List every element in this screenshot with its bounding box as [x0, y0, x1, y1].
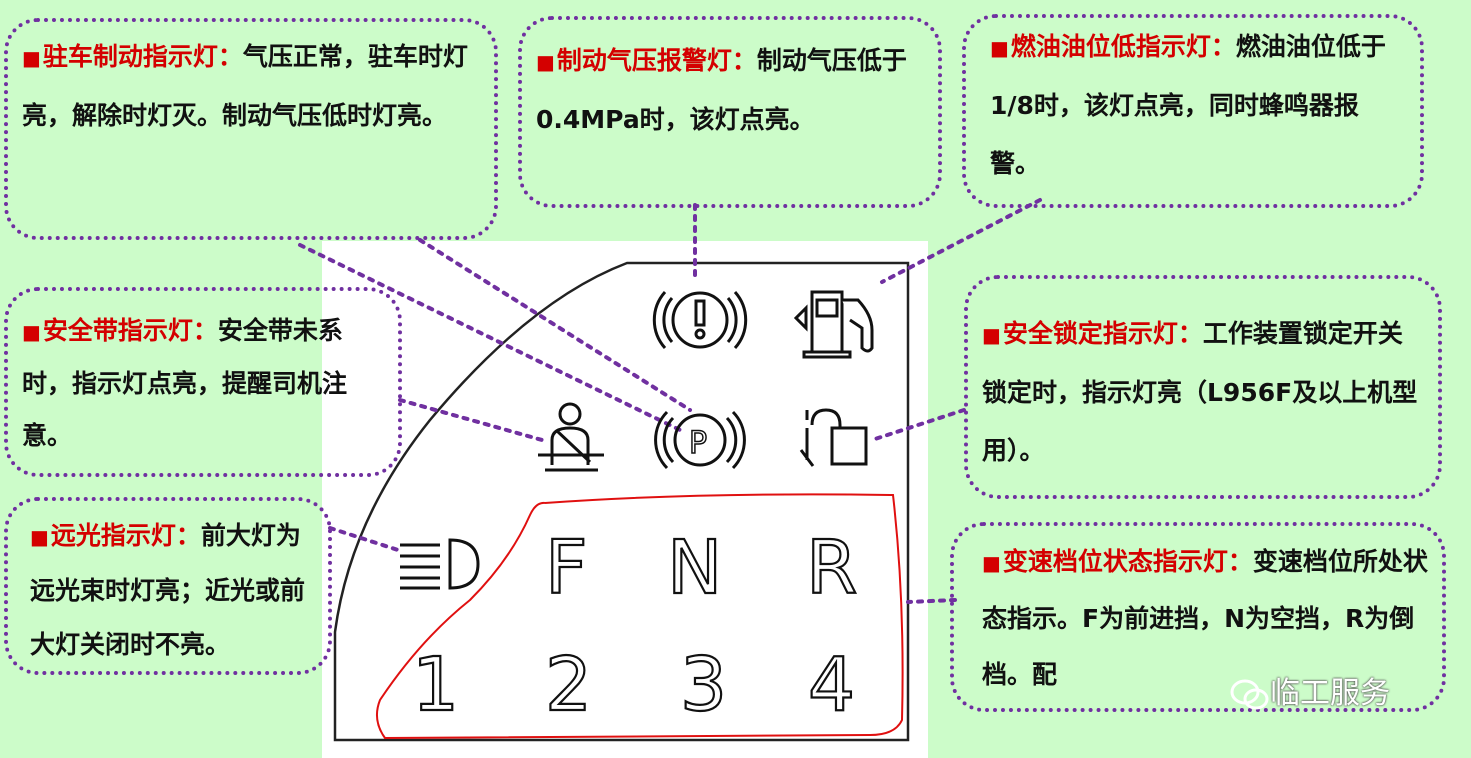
- instrument-panel-background: [322, 241, 928, 758]
- callout-parking-brake-body: 气压正常，驻车时灯亮，解除时灯灭。制动气压低时灯亮。: [22, 42, 468, 130]
- callout-safety-lock-title: 安全锁定指示灯：: [982, 319, 1203, 348]
- callout-gear-title: 变速档位状态指示灯：: [982, 547, 1253, 576]
- callout-parking-brake-title: 驻车制动指示灯：: [22, 42, 243, 71]
- callout-gear: 变速档位状态指示灯：变速档位所处状态指示。F为前进挡，N为空挡，R为倒档。配: [950, 522, 1446, 712]
- callout-seatbelt-body: 安全带未系时，指示灯点亮，提醒司机注意。: [22, 316, 348, 450]
- callout-high-beam-body: 前大灯为远光束时灯亮；近光或前大灯关闭时不亮。: [30, 521, 306, 659]
- callout-brake-pressure: 制动气压报警灯：制动气压低于0.4MPa时，该灯点亮。: [518, 16, 942, 208]
- callout-high-beam-title: 远光指示灯：: [30, 521, 201, 550]
- callout-fuel-low-title: 燃油油位低指示灯：: [990, 32, 1236, 61]
- callout-brake-pressure-title: 制动气压报警灯：: [536, 46, 757, 75]
- callout-gear-body: 变速档位所处状态指示。F为前进挡，N为空挡，R为倒档。配: [982, 547, 1428, 689]
- wechat-logo-icon: [1230, 679, 1269, 710]
- callout-seatbelt-title: 安全带指示灯：: [22, 316, 218, 345]
- callout-fuel-low: 燃油油位低指示灯：燃油油位低于1/8时，该灯点亮，同时蜂鸣器报警。: [962, 14, 1424, 208]
- callout-parking-brake: 驻车制动指示灯：气压正常，驻车时灯亮，解除时灯灭。制动气压低时灯亮。: [4, 18, 498, 240]
- callout-brake-pressure-body: 制动气压低于0.4MPa时，该灯点亮。: [536, 46, 907, 134]
- watermark-text: 临工服务: [1270, 676, 1390, 711]
- callout-safety-lock: 安全锁定指示灯：工作装置锁定开关锁定时，指示灯亮（L956F及以上机型用）。: [964, 275, 1442, 499]
- callout-seatbelt: 安全带指示灯：安全带未系时，指示灯点亮，提醒司机注意。: [4, 287, 402, 477]
- callout-fuel-low-body: 燃油油位低于1/8时，该灯点亮，同时蜂鸣器报警。: [990, 32, 1386, 178]
- callout-safety-lock-body: 工作装置锁定开关锁定时，指示灯亮（L956F及以上机型用）。: [982, 319, 1418, 465]
- callout-high-beam: 远光指示灯：前大灯为远光束时灯亮；近光或前大灯关闭时不亮。: [4, 497, 332, 675]
